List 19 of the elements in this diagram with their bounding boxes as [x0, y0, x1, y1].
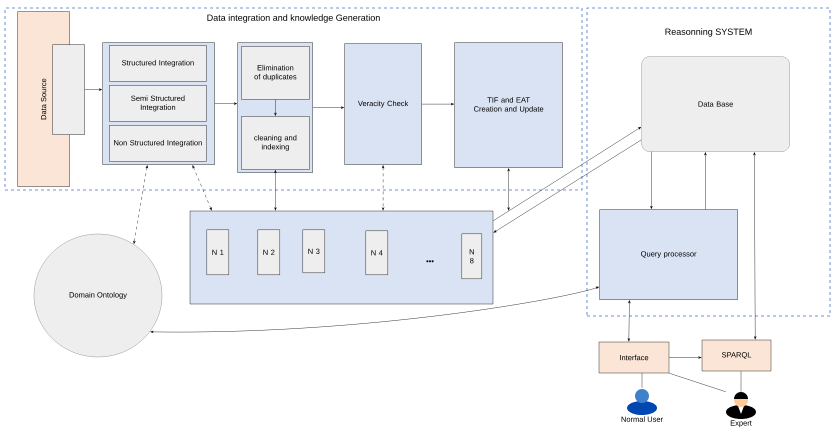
arrow [422, 102, 454, 106]
connector-box [52, 44, 85, 135]
arrow [669, 356, 702, 359]
arrow [628, 300, 631, 342]
arrow [507, 168, 510, 210]
arrow [753, 152, 756, 340]
arrow [214, 102, 238, 105]
arrow [494, 140, 642, 233]
arrow [382, 165, 384, 210]
arrow [650, 152, 653, 210]
arrow [133, 165, 148, 244]
arrow [704, 152, 707, 210]
arrow [493, 126, 642, 221]
arrow [274, 170, 277, 210]
arrow [192, 165, 212, 210]
arrow [312, 106, 344, 109]
arrow [150, 286, 600, 334]
arrow [274, 99, 277, 116]
arrow [84, 88, 102, 91]
